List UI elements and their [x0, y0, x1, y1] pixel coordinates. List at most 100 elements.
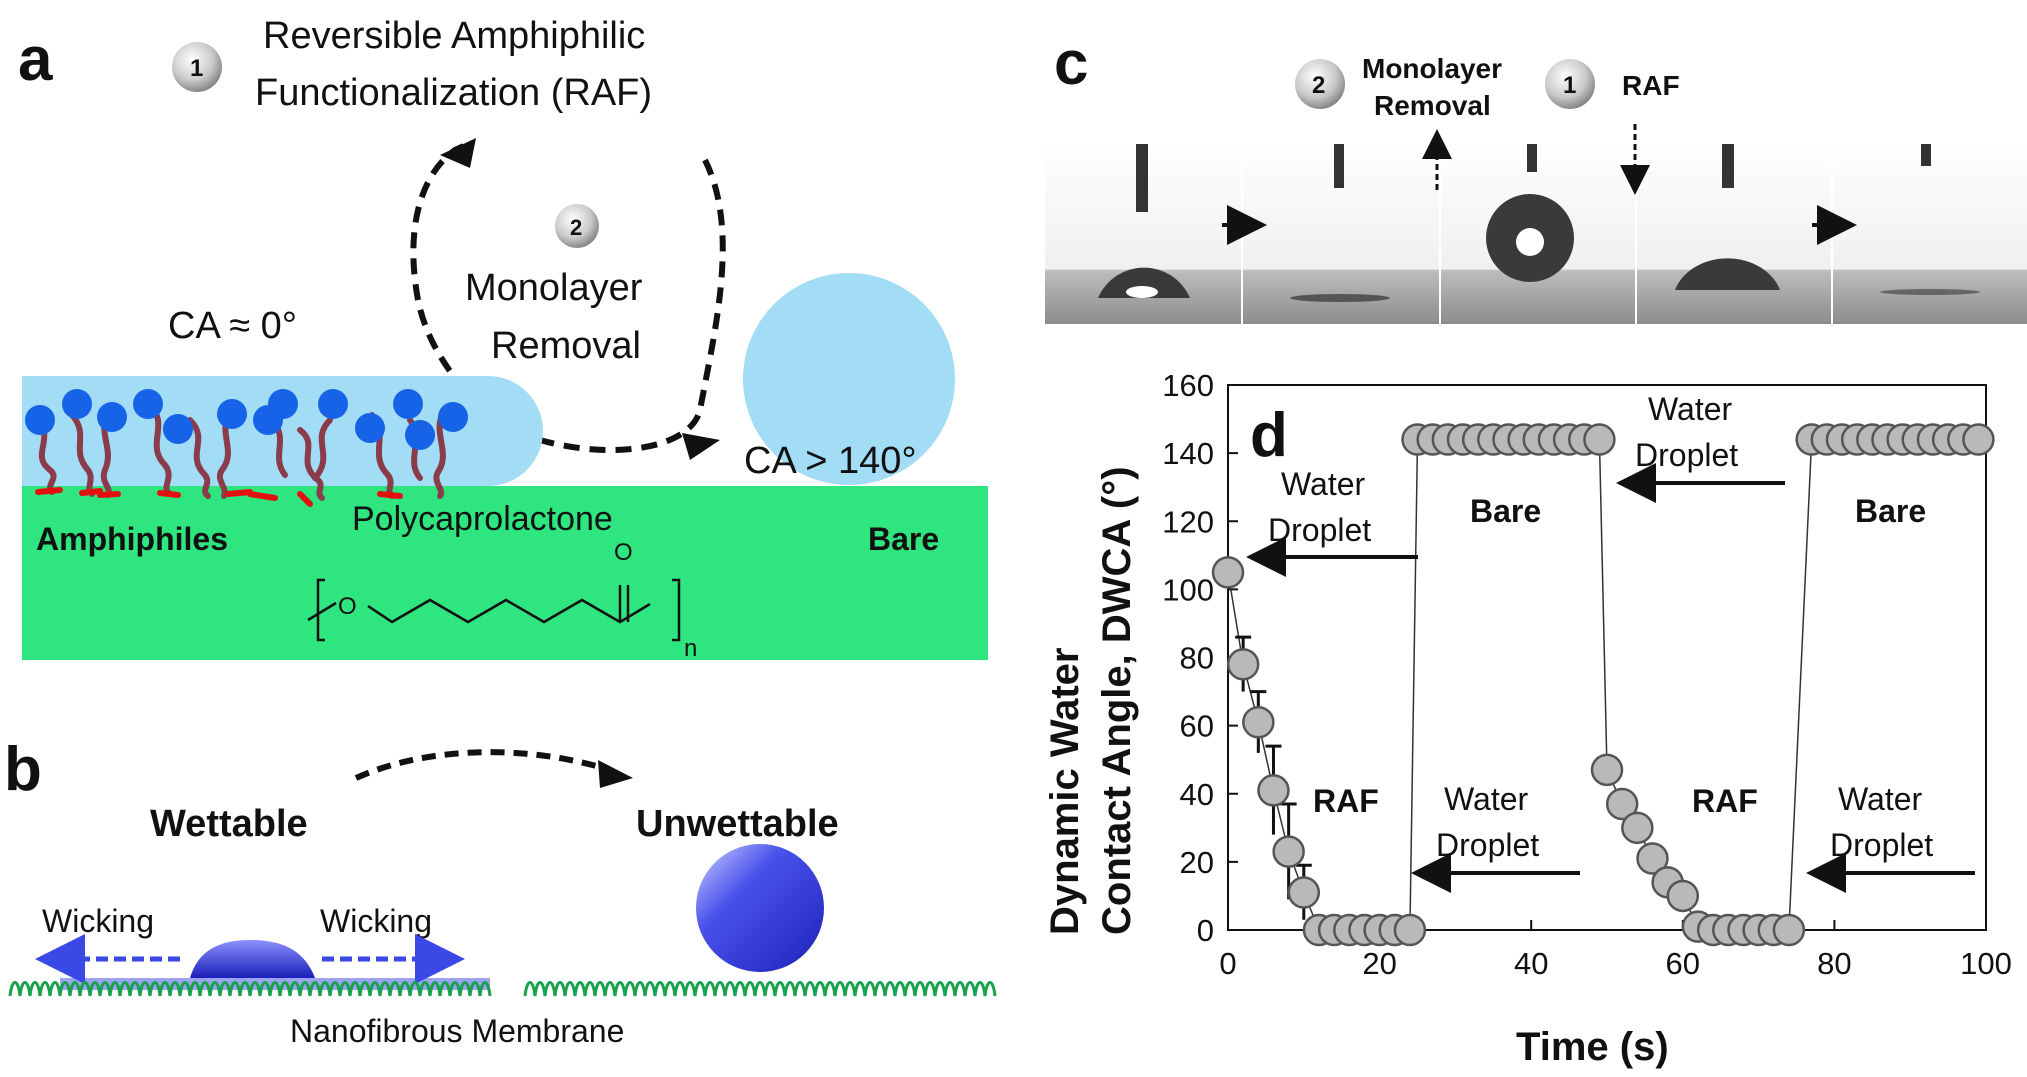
nanofibrous-membrane-label: Nanofibrous Membrane [290, 1013, 624, 1049]
c-step-badge-1-number: 1 [1563, 72, 1576, 99]
data-point [1242, 705, 1275, 739]
y-tick-label: 100 [1162, 572, 1214, 607]
wicking-left-label: Wicking [42, 903, 154, 939]
y-tick-label: 0 [1197, 913, 1214, 948]
cycle-arrow-head-top [440, 138, 476, 168]
data-point [1621, 811, 1654, 845]
unwettable-label: Unwettable [636, 803, 839, 845]
data-point [1287, 876, 1321, 909]
data-point [1772, 913, 1806, 947]
monolayer-label: Monolayer [465, 267, 643, 309]
bare-label-a: Bare [868, 521, 939, 557]
photo-2-film [1290, 294, 1390, 302]
wettable-arrow-head [598, 760, 633, 788]
amphiphiles-label: Amphiphiles [36, 521, 228, 557]
panel-c: c 2 Monolayer Removal 1 RAF [1045, 29, 2027, 324]
droplet-photo-strip [1045, 140, 2027, 324]
c-monolayer-label: Monolayer [1362, 53, 1502, 84]
c-raf-label: RAF [1622, 70, 1680, 101]
membrane-fibers-left [8, 981, 492, 997]
raf-title-line2: Functionalization (RAF) [255, 72, 652, 114]
pcl-substrate [22, 486, 988, 660]
contact-angle-wet: CA ≈ 0° [168, 305, 297, 347]
x-axis-title: Time (s) [1516, 1025, 1669, 1069]
data-point [1257, 774, 1290, 807]
wettable-label: Wettable [150, 803, 308, 845]
needle-3 [1527, 144, 1537, 172]
annotation-droplet-1: Droplet [1268, 512, 1371, 548]
pcl-oxygen-2: O [614, 539, 633, 566]
step-badge-1-number: 1 [190, 55, 203, 82]
panel-label-d: d [1250, 401, 1288, 470]
x-axis: 0 20 40 60 80 100 [1219, 920, 2012, 981]
y-tick-label: 140 [1162, 436, 1214, 471]
c-step-badge-1 [1545, 59, 1595, 109]
y-tick-label: 20 [1180, 845, 1214, 880]
step-badge-2-number: 2 [570, 215, 582, 240]
y-axis-title-line2: Contact Angle, DWCA (°) [1095, 466, 1139, 935]
data-point [1636, 842, 1669, 875]
annotation-droplet-2: Droplet [1635, 437, 1738, 473]
y-tick-label: 160 [1162, 368, 1214, 403]
c-step-badge-2-number: 2 [1312, 72, 1325, 99]
photo-4-droplet [1675, 258, 1780, 290]
annotation-raf-1: RAF [1313, 783, 1379, 819]
y-tick-label: 80 [1180, 641, 1214, 676]
annotation-bare-1: Bare [1470, 493, 1541, 529]
y-axis-title-line1: Dynamic Water [1043, 648, 1087, 936]
pcl-structure [307, 578, 681, 642]
step-badge-1 [172, 42, 222, 92]
raf-title-line1: Reversible Amphiphilic [263, 15, 645, 57]
data-point [1583, 423, 1616, 456]
polycaprolactone-label: Polycaprolactone [352, 500, 613, 538]
photo-5-film [1880, 289, 1980, 295]
dwca-chart: d 0 20 40 60 80 100 120 140 160 0 20 40 60 80 100 Tim… [1043, 368, 2012, 1069]
pcl-oxygen-1: O [338, 593, 357, 620]
panel-label-b: b [4, 735, 42, 804]
annotation-water-4: Water [1838, 781, 1923, 817]
x-tick-label: 100 [1960, 946, 2012, 981]
step-badge-2 [555, 204, 599, 248]
photo-1-reflection [1126, 286, 1158, 298]
cycle-arrow-head-bottom [682, 433, 720, 460]
y-tick-label: 120 [1162, 504, 1214, 539]
annotation-water-1: Water [1281, 466, 1366, 502]
data-point [1962, 423, 1995, 456]
data-point [1605, 787, 1639, 821]
panel-b: b Wettable Unwettable Wicking Wicking Na… [4, 735, 997, 1049]
removal-label: Removal [491, 325, 641, 367]
x-tick-label: 40 [1514, 946, 1548, 981]
bare-water-droplet [743, 273, 955, 485]
photo-1-droplet [1098, 267, 1190, 298]
annotation-water-3: Water [1444, 781, 1529, 817]
amphiphile-anchors [35, 487, 403, 507]
annotation-droplet-4: Droplet [1830, 827, 1933, 863]
series-points [1211, 423, 1995, 947]
needle-1 [1136, 144, 1148, 212]
annotation-water-2: Water [1648, 391, 1733, 427]
beaded-droplet [696, 844, 824, 972]
needle-4 [1722, 144, 1734, 188]
y-tick-label: 60 [1180, 709, 1214, 744]
panel-label-c: c [1054, 29, 1088, 98]
data-point [1272, 835, 1305, 868]
x-tick-label: 80 [1817, 946, 1851, 981]
panel-a: a 1 Reversible Amphiphilic Functionaliza… [18, 15, 988, 662]
c-removal-label: Removal [1374, 90, 1491, 121]
data-point [1226, 648, 1260, 681]
spreading-droplet [190, 940, 315, 978]
needle-2 [1334, 144, 1344, 188]
data-point [1666, 879, 1700, 913]
photo-3-reflection [1516, 228, 1544, 256]
c-step-badge-2 [1295, 59, 1345, 109]
wettable-to-unwettable-arrow [354, 749, 611, 781]
photo-5 [1833, 140, 2027, 324]
x-tick-label: 20 [1362, 946, 1396, 981]
annotation-raf-2: RAF [1692, 783, 1758, 819]
x-tick-label: 60 [1666, 946, 1700, 981]
x-tick-label: 0 [1219, 946, 1236, 981]
data-point [1393, 913, 1427, 947]
contact-angle-bare: CA > 140° [744, 440, 917, 482]
